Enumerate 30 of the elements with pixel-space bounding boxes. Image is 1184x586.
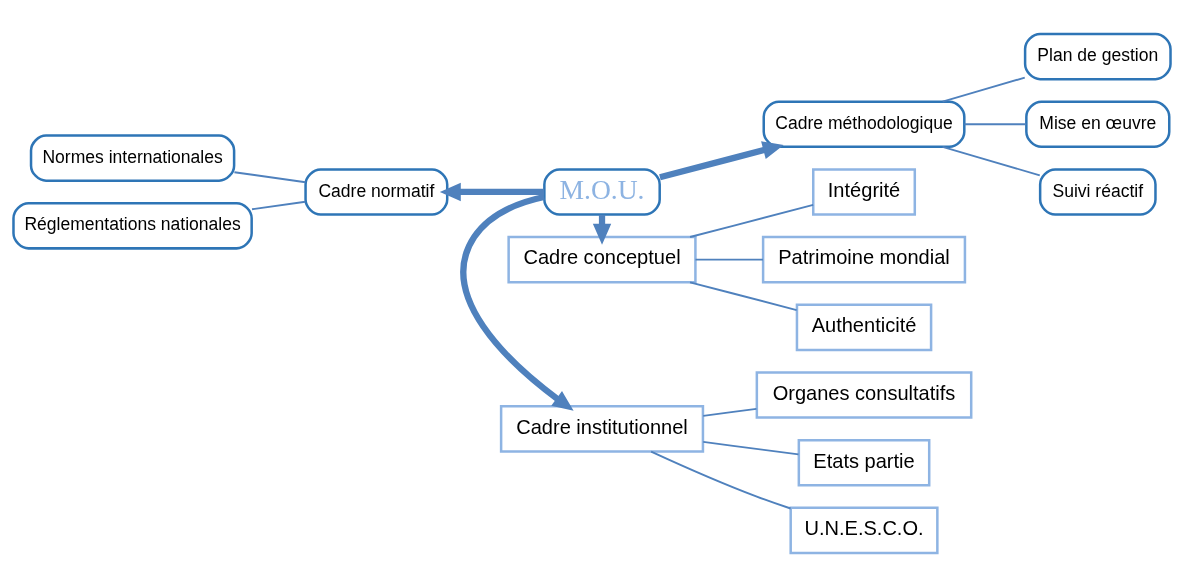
connector <box>941 76 1026 103</box>
connector <box>233 170 307 183</box>
node-box: Plan de gestion <box>1023 32 1172 80</box>
connector <box>702 407 758 417</box>
connector <box>650 450 792 509</box>
node-box: Réglementations nationales <box>12 201 253 250</box>
node-box: Etats partie <box>797 438 931 487</box>
connector <box>689 203 815 238</box>
arrow <box>659 140 784 180</box>
connector <box>702 440 800 455</box>
node-box: Authenticité <box>795 303 933 351</box>
node-box: Cadre institutionnel <box>499 404 705 453</box>
node-box: Intégrité <box>812 167 917 216</box>
node-box: Mise en œuvre <box>1025 99 1171 148</box>
node-box: Cadre normatif <box>304 167 449 216</box>
node-box: Patrimoine mondial <box>761 235 967 283</box>
node-box: M.O.U. <box>543 167 661 216</box>
node-box: Suivi réactif <box>1038 167 1157 216</box>
node-box: U.N.E.S.C.O. <box>789 506 939 554</box>
arrow <box>460 193 574 411</box>
connector <box>694 258 764 261</box>
arrow <box>439 182 545 201</box>
node-box: Organes consultatifs <box>755 370 973 419</box>
connector <box>251 200 307 210</box>
node-box: Cadre méthodologique <box>762 99 966 148</box>
connector <box>689 280 798 311</box>
connector <box>941 145 1041 176</box>
node-box: Cadre conceptuel <box>507 235 697 283</box>
node-box: Normes internationales <box>29 133 236 182</box>
connector <box>963 122 1028 125</box>
